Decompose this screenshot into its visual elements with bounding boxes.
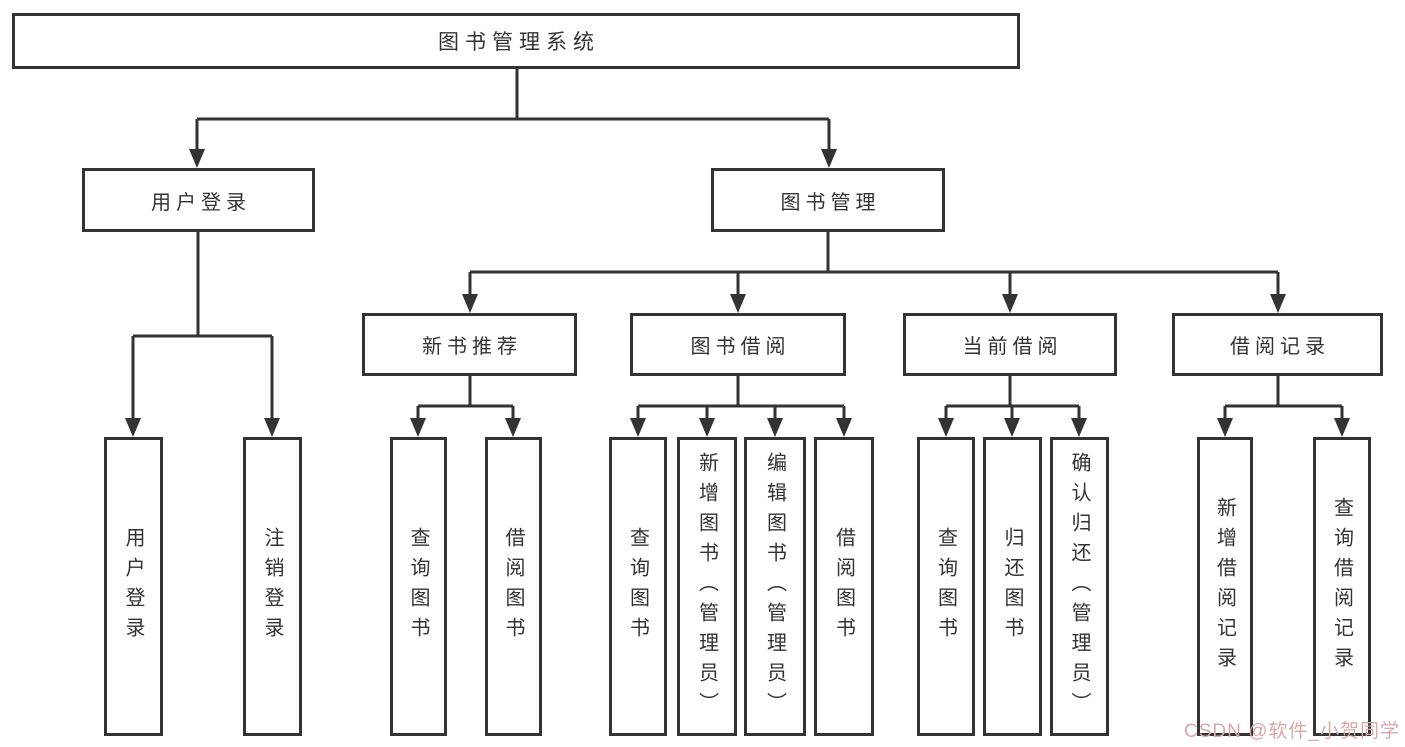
leaf-borrowing-borrow-books-label: 借阅图书 xyxy=(832,526,855,647)
leaf-current-confirm-return: 确认归还（管理员） xyxy=(1050,437,1109,736)
leaf-current-confirm-return-label: 确认归还（管理员） xyxy=(1068,451,1090,722)
node-book-management: 图书管理 xyxy=(711,168,945,232)
leaf-logout-label: 注销登录 xyxy=(261,526,283,647)
leaf-current-query-books-label: 查询图书 xyxy=(934,526,957,647)
leaf-recommend-borrow-books: 借阅图书 xyxy=(485,437,542,736)
leaf-borrowing-borrow-books: 借阅图书 xyxy=(814,437,874,736)
arrow-down-icon xyxy=(1217,418,1233,437)
arrow-down-icon xyxy=(264,418,280,437)
leaf-user-login: 用户登录 xyxy=(104,437,163,736)
leaf-records-add-record: 新增借阅记录 xyxy=(1197,437,1253,736)
arrow-down-icon xyxy=(699,418,715,437)
node-root: 图书管理系统 xyxy=(12,13,1020,69)
leaf-records-add-record-label: 新增借阅记录 xyxy=(1213,496,1236,677)
leaf-current-return-books-label: 归还图书 xyxy=(1001,526,1023,647)
arrow-down-icon xyxy=(767,418,783,437)
node-book-borrowing-label: 图书借阅 xyxy=(690,336,791,358)
arrow-down-icon xyxy=(505,418,521,437)
node-borrowing-records-label: 借阅记录 xyxy=(1230,336,1330,358)
arrow-down-icon xyxy=(1334,418,1350,437)
leaf-records-query-record: 查询借阅记录 xyxy=(1313,437,1371,736)
leaf-borrowing-query-books: 查询图书 xyxy=(609,437,667,736)
node-book-borrowing: 图书借阅 xyxy=(630,313,846,376)
leaf-borrowing-add-books-label: 新增图书（管理员） xyxy=(695,451,718,722)
arrow-down-icon xyxy=(189,149,205,168)
node-user-login: 用户登录 xyxy=(82,168,315,232)
arrow-down-icon xyxy=(821,149,837,168)
node-new-book-recommend-label: 新书推荐 xyxy=(422,336,522,358)
leaf-borrowing-edit-books-label: 编辑图书（管理员） xyxy=(763,451,786,722)
leaf-borrowing-add-books: 新增图书（管理员） xyxy=(677,437,737,736)
leaf-current-query-books: 查询图书 xyxy=(917,437,975,736)
arrow-down-icon xyxy=(836,418,852,437)
leaf-recommend-query-books-label: 查询图书 xyxy=(407,526,429,647)
arrow-down-icon xyxy=(1071,418,1087,437)
leaf-borrowing-edit-books: 编辑图书（管理员） xyxy=(744,437,806,736)
leaf-logout: 注销登录 xyxy=(243,437,302,736)
watermark: CSDN @软件_小贺同学 xyxy=(1184,721,1400,742)
arrow-down-icon xyxy=(410,418,426,437)
leaf-user-login-label: 用户登录 xyxy=(122,526,144,647)
leaf-borrowing-query-books-label: 查询图书 xyxy=(626,526,649,647)
arrow-down-icon xyxy=(1004,418,1020,437)
arrow-down-icon xyxy=(630,418,646,437)
arrow-down-icon xyxy=(730,294,746,313)
node-current-borrowing: 当前借阅 xyxy=(903,313,1117,376)
arrow-down-icon xyxy=(1002,294,1018,313)
node-current-borrowing-label: 当前借阅 xyxy=(962,336,1063,358)
node-user-login-label: 用户登录 xyxy=(151,191,251,214)
node-borrowing-records: 借阅记录 xyxy=(1172,313,1383,376)
arrow-down-icon xyxy=(938,418,954,437)
arrow-down-icon xyxy=(462,294,478,313)
arrow-down-icon xyxy=(1270,294,1286,313)
leaf-records-query-record-label: 查询借阅记录 xyxy=(1330,496,1353,677)
node-new-book-recommend: 新书推荐 xyxy=(362,313,577,376)
node-book-management-label: 图书管理 xyxy=(780,191,881,214)
arrow-down-icon xyxy=(125,418,141,437)
leaf-recommend-query-books: 查询图书 xyxy=(390,437,447,736)
leaf-recommend-borrow-books-label: 借阅图书 xyxy=(502,526,524,647)
leaf-current-return-books: 归还图书 xyxy=(983,437,1042,736)
node-root-label: 图书管理系统 xyxy=(438,31,600,54)
